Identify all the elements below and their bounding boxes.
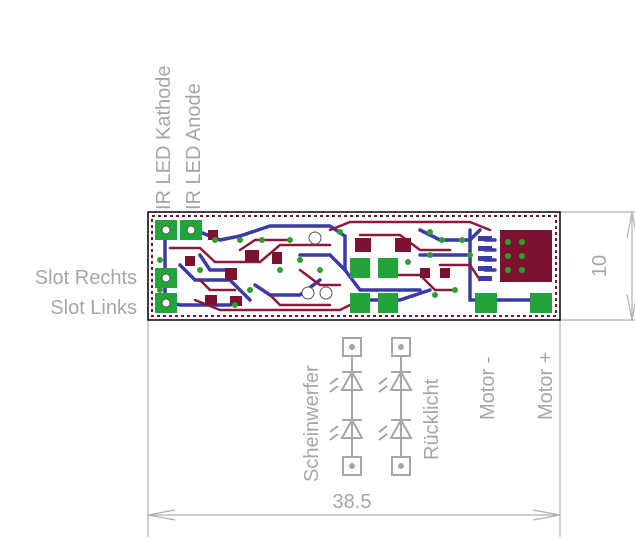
- label-motor-minus: Motor -: [477, 357, 499, 420]
- label-ir-kathode: IR LED Kathode: [153, 65, 175, 210]
- pad-scheinwerfer: [350, 258, 370, 278]
- vias: [157, 229, 525, 308]
- pad-ruecklicht: [378, 258, 398, 278]
- dimension-width: 38.5: [333, 491, 372, 513]
- pad-motor-plus: [530, 293, 552, 313]
- label-scheinwerfer: Scheinwerfer: [301, 365, 323, 482]
- pad-bottom-1: [350, 293, 370, 313]
- board-outline: [147, 211, 561, 321]
- label-motor-plus: Motor +: [535, 352, 557, 420]
- contact-pads: [155, 220, 552, 313]
- label-ir-anode: IR LED Anode: [183, 83, 205, 210]
- label-slot-links: Slot Links: [50, 297, 137, 319]
- dimension-height: 10: [589, 255, 611, 277]
- holes: [161, 225, 333, 308]
- pad-motor-minus: [475, 293, 497, 313]
- ic-pins: [478, 236, 492, 281]
- pad-bottom-2: [378, 293, 398, 313]
- label-ruecklicht: Rücklicht: [421, 378, 443, 460]
- led-symbols: [329, 337, 413, 476]
- led-symbol-fills: [349, 344, 404, 469]
- label-slot-rechts: Slot Rechts: [35, 267, 137, 289]
